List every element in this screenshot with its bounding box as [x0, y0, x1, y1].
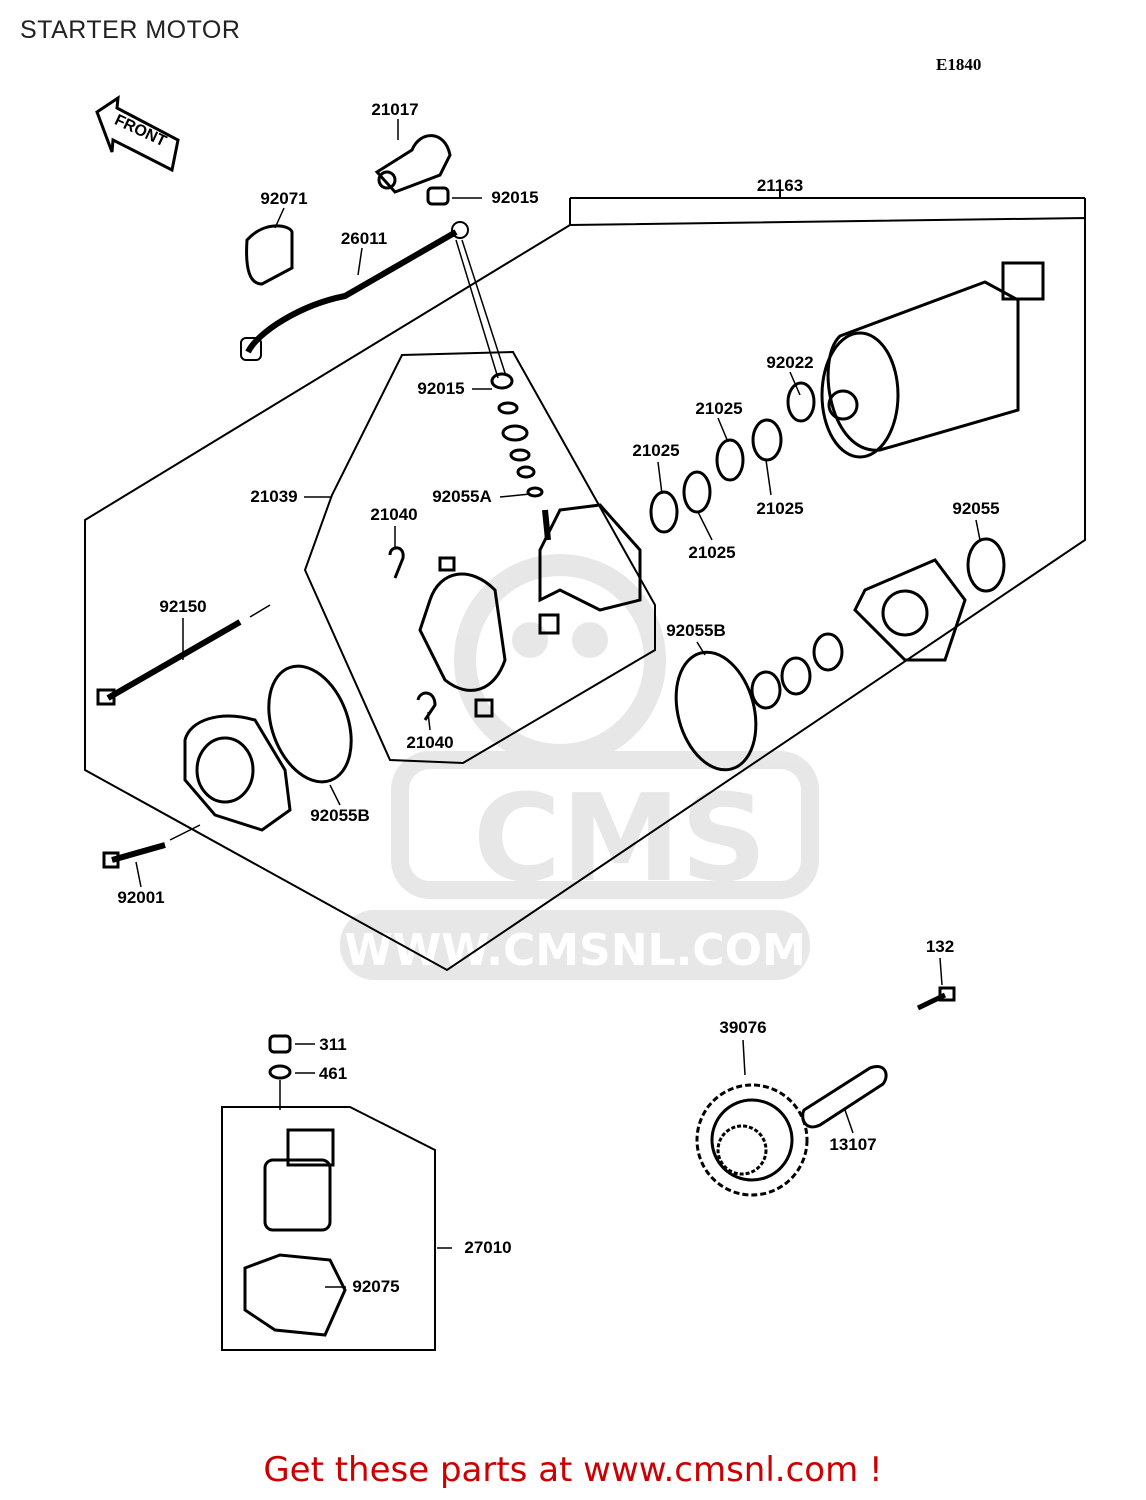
brush-holder	[418, 572, 507, 692]
diagram-code: E1840	[936, 55, 982, 74]
part-label-132[interactable]: 132	[925, 937, 955, 956]
part-label-21025[interactable]: 21025	[756, 499, 804, 518]
part-label-92015-mid[interactable]: 92015	[417, 379, 465, 398]
part-label-92055[interactable]: 92055	[952, 499, 1000, 518]
solenoid-outline	[221, 1106, 436, 1351]
part-label-92055A[interactable]: 92055A	[432, 487, 492, 506]
watermark-url: WWW.CMSNL.COM	[344, 925, 806, 976]
part-label-39076[interactable]: 39076	[719, 1018, 767, 1037]
wire-lead	[245, 229, 458, 354]
brush-plate	[538, 503, 642, 612]
gear-shaft	[801, 1065, 888, 1129]
part-label-26011[interactable]: 26011	[340, 229, 388, 248]
part-label-21025[interactable]: 21025	[688, 543, 736, 562]
part-label-92150[interactable]: 92150	[159, 597, 207, 616]
mount-bolt	[111, 842, 166, 863]
relay-cover	[243, 1253, 347, 1337]
watermark: CMS WWW.CMSNL.COM	[340, 554, 819, 980]
starter-relay	[263, 1158, 332, 1232]
cta-link[interactable]: Get these parts at www.cmsnl.com !	[263, 1450, 883, 1490]
boot-cap	[374, 134, 452, 194]
part-label-21040[interactable]: 21040	[370, 505, 418, 524]
brush-holder-outline	[303, 350, 656, 765]
watermark-brand: CMS	[473, 770, 767, 909]
part-label-92001[interactable]: 92001	[117, 888, 165, 907]
part-label-92015[interactable]: 92015	[491, 188, 539, 207]
through-bolt	[106, 619, 242, 701]
part-label-92055B[interactable]: 92055B	[310, 806, 370, 825]
page-title: STARTER MOTOR	[20, 16, 241, 44]
part-label-21163[interactable]: 21163	[756, 176, 804, 195]
part-label-21040[interactable]: 21040	[406, 733, 454, 752]
front-arrow-icon: FRONT	[95, 94, 180, 173]
part-label-21017[interactable]: 21017	[371, 100, 419, 119]
part-label-21025[interactable]: 21025	[632, 441, 680, 460]
motor-yoke	[826, 280, 1020, 452]
part-label-92071[interactable]: 92071	[260, 189, 308, 208]
terminal-cap	[245, 224, 294, 286]
part-label-311[interactable]: 311	[319, 1035, 347, 1054]
part-label-461[interactable]: 461	[318, 1064, 348, 1083]
part-label-27010[interactable]: 27010	[464, 1238, 512, 1257]
starter-idle-gear	[695, 1083, 809, 1197]
part-label-92022[interactable]: 92022	[766, 353, 814, 372]
part-label-92055B[interactable]: 92055B	[666, 621, 726, 640]
front-cover	[183, 714, 292, 832]
part-label-21025[interactable]: 21025	[695, 399, 743, 418]
part-label-92075[interactable]: 92075	[352, 1277, 400, 1296]
end-cover	[853, 558, 967, 662]
part-label-13107[interactable]: 13107	[829, 1135, 877, 1154]
part-label-21039[interactable]: 21039	[250, 487, 298, 506]
